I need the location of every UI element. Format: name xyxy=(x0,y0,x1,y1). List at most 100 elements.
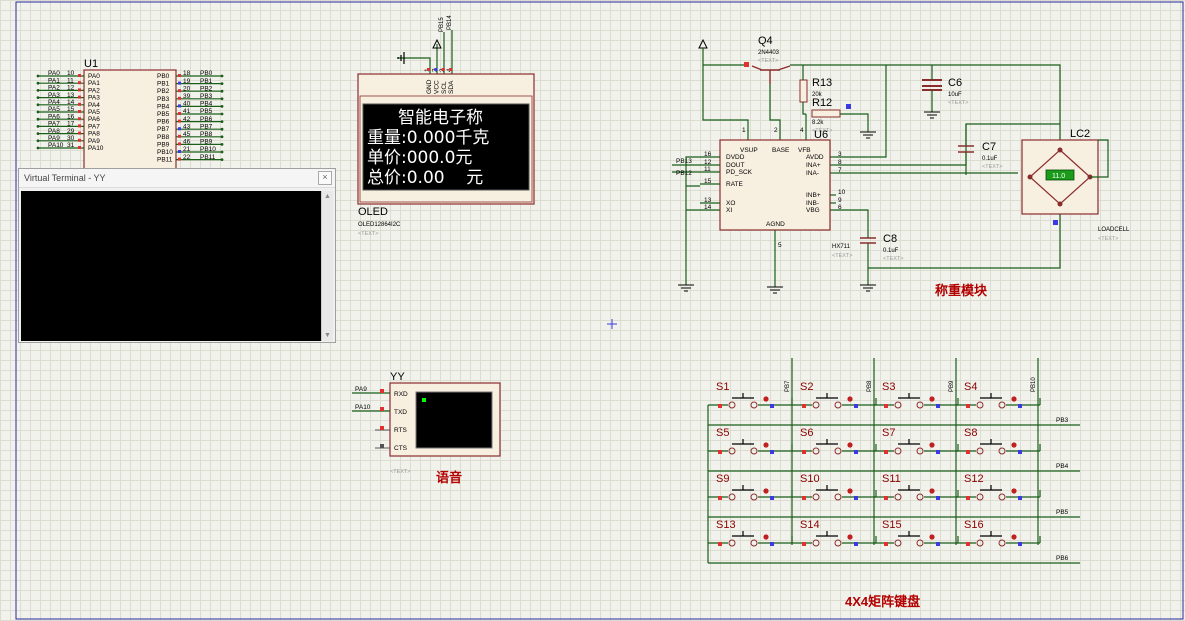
u1-pin-dot xyxy=(221,135,224,138)
virtual-terminal-screen[interactable] xyxy=(21,191,321,341)
virtual-terminal-window[interactable]: Virtual Terminal - YY × ▲ ▼ xyxy=(18,168,336,343)
switch-indicator xyxy=(763,442,768,447)
u1-pin-num: 41 xyxy=(183,108,191,115)
u1-pin-num: 12 xyxy=(67,85,75,92)
keypad-col-net: PB7 xyxy=(785,380,791,392)
switch-pin-marker xyxy=(854,542,858,546)
u1-pin-dot xyxy=(221,151,224,154)
u1-net-label: PB4 xyxy=(200,101,213,108)
keypad-col-net: PB8 xyxy=(867,380,873,392)
svg-text:RXD: RXD xyxy=(394,391,408,398)
hx711-pin-name: VSUP xyxy=(740,147,758,154)
keypad-matrix[interactable]: PB7PB8PB9PB10PB3PB4PB5PB6 S1S2S3S4S5S6S7… xyxy=(708,358,1080,609)
scroll-up-icon[interactable]: ▲ xyxy=(322,191,333,202)
hx711-pin-name: DOUT xyxy=(726,162,744,169)
hx711-pin-name: XI xyxy=(726,207,732,214)
u1-pin-num: 13 xyxy=(67,92,75,99)
switch-ref: S13 xyxy=(716,519,736,531)
u1-pin-marker xyxy=(78,124,81,127)
voice-module[interactable]: YY PA9 PA10 RXD TXD RTS CTS <TEXT> 语音 xyxy=(352,371,500,485)
hx711-pin-name: AVDD xyxy=(806,154,824,161)
keypad-row-net: PB5 xyxy=(1056,509,1069,516)
u1-pin-dot xyxy=(37,139,40,142)
svg-text:CTS: CTS xyxy=(394,445,408,452)
close-icon[interactable]: × xyxy=(318,171,332,185)
u1-pin-name: PA3 xyxy=(88,95,100,102)
oled-module[interactable]: PB15 PB14 GND1VCC2SCL3SDA4 智能电子称 重量:0.00… xyxy=(358,15,534,237)
switch-contact xyxy=(977,494,983,500)
u1-net-label: PA8 xyxy=(48,128,60,135)
u1-pin-name: PA8 xyxy=(88,131,100,138)
switch-pin-marker xyxy=(802,542,806,546)
u1-pin-marker xyxy=(178,127,181,130)
u1-pin-num: 17 xyxy=(67,121,75,128)
ground-icon xyxy=(860,285,876,291)
switch-contact xyxy=(751,540,757,546)
u1-net-label: PA5 xyxy=(48,106,60,113)
scrollbar[interactable]: ▲ ▼ xyxy=(321,191,333,341)
oled-pin-name: GND xyxy=(426,79,433,94)
u1-pin-num: 20 xyxy=(183,85,191,92)
u1-pin-num: 43 xyxy=(183,123,191,130)
u6-ref: U6 xyxy=(814,129,828,141)
keypad-row-net: PB6 xyxy=(1056,555,1069,562)
hx711-pin-name: RATE xyxy=(726,181,744,188)
resistor-r13 xyxy=(800,80,807,102)
switch-contact xyxy=(729,540,735,546)
u1-pin-dot xyxy=(221,158,224,161)
u1-pin-dot xyxy=(37,75,40,78)
u1-net-label: PB3 xyxy=(200,93,213,100)
svg-text:PB13: PB13 xyxy=(676,158,692,165)
switch-pin-marker xyxy=(718,450,722,454)
u1-net-label: PB9 xyxy=(200,139,213,146)
svg-text:<TEXT>: <TEXT> xyxy=(948,100,968,106)
switch-indicator xyxy=(929,488,934,493)
switch-plunger xyxy=(980,531,1002,536)
switch-contact xyxy=(751,402,757,408)
u1-pin-marker xyxy=(78,103,81,106)
u1-pin-num: 10 xyxy=(67,70,75,77)
switch-pin-marker xyxy=(936,542,940,546)
switch-pin-marker xyxy=(802,450,806,454)
hx711-pin-name: INB- xyxy=(806,200,819,207)
weighing-module[interactable]: Q4 2N4403 <TEXT> R13 20k R12 8.2k <TEXT>… xyxy=(672,35,1130,298)
scroll-down-icon[interactable]: ▼ xyxy=(322,330,333,341)
svg-text:C6: C6 xyxy=(948,77,962,89)
hx711-pin-name: DVDD xyxy=(726,154,745,161)
switch-contact xyxy=(895,402,901,408)
mcu-u1[interactable]: U1 PA010PA0PA111PA1PA212PA2PA313PA3PA414… xyxy=(37,58,224,170)
u1-pin-num: 15 xyxy=(67,106,75,113)
switch-contact xyxy=(917,402,923,408)
switch-indicator xyxy=(1011,488,1016,493)
switch-ref: S4 xyxy=(964,381,977,393)
virtual-terminal-titlebar[interactable]: Virtual Terminal - YY × xyxy=(19,169,335,188)
switch-indicator xyxy=(847,442,852,447)
u1-pin-num: 14 xyxy=(67,99,75,106)
switch-indicator xyxy=(929,396,934,401)
u1-pin-dot xyxy=(37,89,40,92)
crosshair-icon xyxy=(607,319,617,329)
switch-contact xyxy=(977,402,983,408)
switch-plunger xyxy=(816,531,838,536)
oled-net-pb15: PB15 xyxy=(439,17,445,32)
oled-text-ph: <TEXT> xyxy=(358,231,378,237)
switch-pin-marker xyxy=(770,450,774,454)
u1-pin-num: 16 xyxy=(67,113,75,120)
switch-contact xyxy=(835,540,841,546)
switch-plunger xyxy=(898,439,920,444)
switch-plunger xyxy=(732,393,754,398)
u1-net-label: PB0 xyxy=(200,70,213,77)
u1-net-label: PA6 xyxy=(48,113,60,120)
u1-pin-num: 31 xyxy=(67,142,75,149)
switch-contact xyxy=(999,494,1005,500)
u1-pin-marker xyxy=(178,82,181,85)
u1-pin-dot xyxy=(221,120,224,123)
lc2-ref: LC2 xyxy=(1070,128,1090,140)
switch-pin-marker xyxy=(718,404,722,408)
svg-text:PB12: PB12 xyxy=(676,170,692,177)
u1-net-label: PB8 xyxy=(200,131,213,138)
svg-text:<TEXT>: <TEXT> xyxy=(883,256,903,262)
u1-pin-marker xyxy=(178,142,181,145)
u1-pin-marker xyxy=(178,158,181,161)
hx711-pin-name: PD_SCK xyxy=(726,169,753,176)
